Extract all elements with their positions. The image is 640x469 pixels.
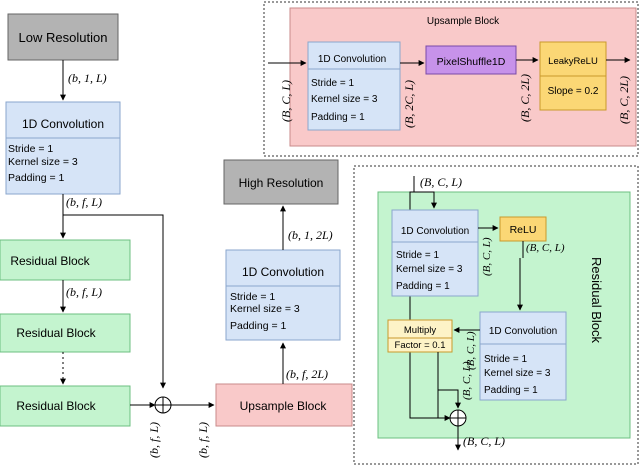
shape-label: (b, 1, 2L) [288, 228, 333, 242]
upsample-block: Upsample Block [215, 383, 353, 427]
block-label: Kernel size = 3 [311, 94, 378, 105]
block-label: Stride = 1 [484, 354, 528, 365]
leaky-relu-block: LeakyReLU Slope = 0.2 [539, 41, 607, 111]
residual-skip [409, 191, 451, 421]
shape-label: (B, C, L) [279, 80, 293, 122]
multiply-block: Multiply Factor = 0.1 [387, 319, 453, 353]
residual-block-1: Residual Block [0, 239, 131, 281]
shape-label: (b, f, L) [66, 195, 102, 209]
residual-detail-frame [353, 165, 639, 465]
upsample-conv-block: 1D Convolution Stride = 1 Kernel size = … [307, 41, 401, 131]
block-label: Residual Block [16, 399, 96, 413]
high-resolution-block: High Resolution [223, 159, 339, 205]
skip-connection [63, 214, 166, 389]
residual-conv2-block: 1D Convolution Stride = 1 Kernel size = … [479, 311, 567, 401]
residual-sum-node [449, 409, 467, 427]
block-label: 1D Convolution [22, 117, 104, 131]
sum-node [154, 396, 172, 414]
residual-conv1-block: 1D Convolution Stride = 1 Kernel size = … [391, 209, 479, 297]
shape-label: (B, C, L) [465, 331, 477, 370]
input-conv-block: 1D Convolution Stride = 1 Kernel size = … [5, 101, 121, 195]
block-label: Stride = 1 [396, 250, 440, 261]
upsample-detail-title: Upsample Block [427, 16, 500, 27]
block-label: Low Resolution [19, 30, 108, 45]
shape-label: (b, f, L) [147, 422, 161, 458]
block-label: Padding = 1 [396, 281, 450, 292]
shape-label: (b, f, L) [66, 285, 102, 299]
block-label: Padding = 1 [311, 112, 365, 123]
block-label: Residual Block [10, 254, 90, 268]
block-label: PixelShuffle1D [437, 56, 506, 68]
shape-label: (b, 1, L) [68, 71, 107, 85]
block-label: Padding = 1 [8, 172, 65, 184]
block-label: 1D Convolution [318, 54, 386, 65]
residual-block-2: Residual Block [0, 313, 131, 353]
block-label: Stride = 1 [230, 291, 275, 303]
block-label: ReLU [510, 224, 537, 236]
shape-label: (B, C, 2L) [518, 74, 532, 122]
block-label: Upsample Block [240, 399, 328, 413]
block-label: Kernel size = 3 [484, 368, 551, 379]
low-resolution-block: Low Resolution [7, 13, 119, 61]
block-label: Kernel size = 3 [396, 264, 463, 275]
shape-label: (B, C, 2L) [617, 76, 631, 124]
block-label: Residual Block [16, 326, 96, 340]
block-label: Padding = 1 [230, 320, 287, 332]
residual-detail-title: Residual Block [589, 257, 604, 343]
shape-label: (B, C, L) [481, 237, 493, 276]
block-label: Kernel size = 3 [230, 303, 300, 315]
pixel-shuffle-block: PixelShuffle1D [425, 45, 517, 75]
block-label: High Resolution [239, 176, 324, 190]
residual-block-3: Residual Block [0, 385, 131, 427]
shape-label: (b, f, 2L) [286, 367, 328, 381]
shape-label: (B, C, L) [420, 175, 462, 189]
block-label: Stride = 1 [311, 78, 355, 89]
shape-label: (B, C, L) [526, 242, 565, 254]
block-label: 1D Convolution [401, 226, 469, 237]
relu-block: ReLU [499, 216, 547, 242]
block-label: 1D Convolution [242, 265, 324, 279]
shape-label: (b, f, L) [196, 422, 210, 458]
block-label: Slope = 0.2 [548, 86, 599, 97]
block-label: Factor = 0.1 [395, 340, 446, 351]
shape-label: (B, 2C, L) [402, 80, 416, 128]
block-label: LeakyReLU [548, 56, 598, 67]
block-label: Multiply [404, 325, 436, 336]
shape-label: (B, C, L) [463, 434, 505, 448]
block-label: Stride = 1 [8, 143, 53, 155]
output-conv-block: 1D Convolution Stride = 1 Kernel size = … [225, 249, 341, 341]
block-label: 1D Convolution [489, 326, 557, 337]
shape-label: (B, C, L) [461, 361, 473, 400]
block-label: Padding = 1 [484, 385, 538, 396]
block-label: Kernel size = 3 [8, 156, 78, 168]
